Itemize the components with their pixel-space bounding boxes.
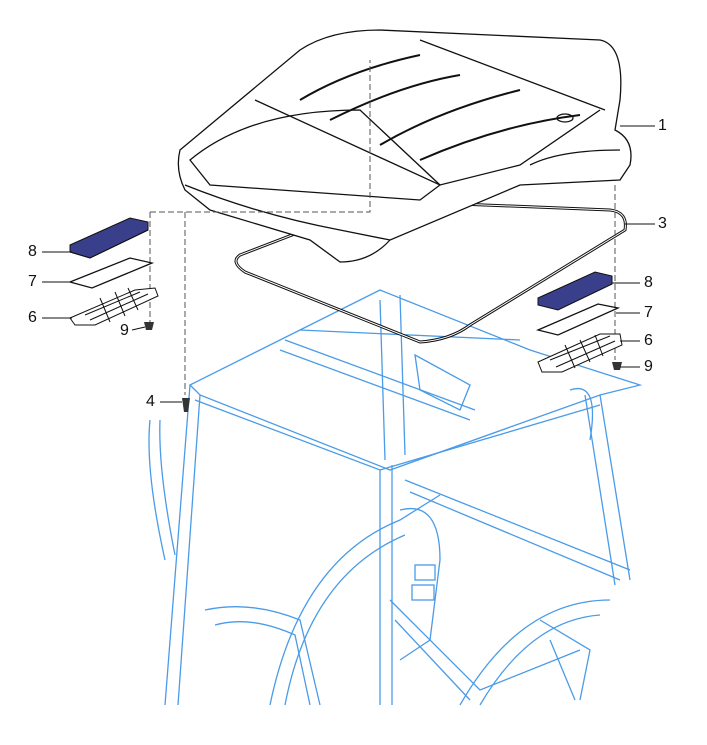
filter-grid-right [537,333,623,373]
leader-lines [42,125,655,403]
callout-6-left: 6 [28,309,37,326]
filter-sheet-left [67,257,155,289]
callout-1: 1 [658,117,667,134]
callout-9-right: 9 [644,358,653,375]
filter-left [69,217,149,259]
callout-6-right: 6 [644,332,653,349]
bolt [182,398,190,412]
fastener-right [612,362,622,370]
assembly-lines [149,60,616,395]
filter-sheet-right [535,303,621,336]
fastener-left [144,322,154,330]
filter-right [537,271,613,311]
cab-frame [148,289,643,706]
callout-4: 4 [146,393,155,410]
callout-7-left: 7 [28,273,37,290]
filter-grid-left [69,287,159,326]
callout-3: 3 [658,215,667,232]
callout-7-right: 7 [644,304,653,321]
roof-panel [177,29,632,263]
callout-8-left: 8 [28,243,37,260]
callout-9-left: 9 [120,322,129,339]
callout-8-right: 8 [644,274,653,291]
